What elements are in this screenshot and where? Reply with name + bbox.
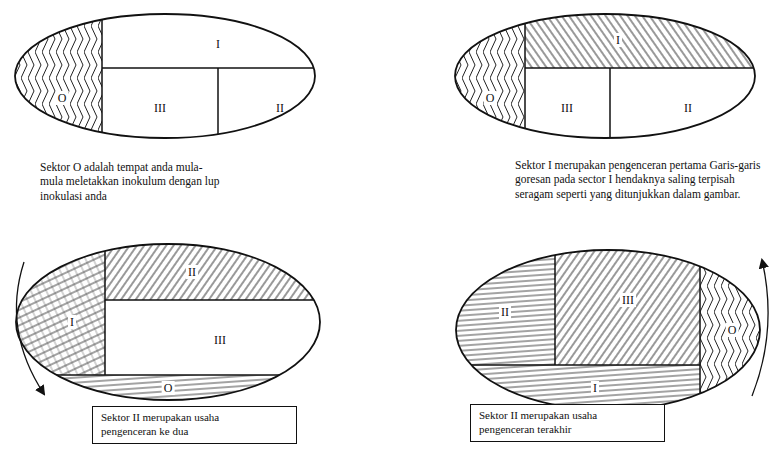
sector-line xyxy=(525,67,770,69)
sector-label: I xyxy=(614,33,622,47)
sector-label: II xyxy=(186,265,198,279)
streak-lines xyxy=(105,240,325,300)
sector-label: I xyxy=(214,37,222,51)
sector-label: I xyxy=(591,381,599,395)
sector-label: III xyxy=(559,101,575,115)
streak-lines xyxy=(525,10,765,68)
dish-sectors xyxy=(450,240,765,420)
sector-line xyxy=(450,364,700,366)
sector-label: III xyxy=(152,101,168,115)
sector-label: O xyxy=(484,91,497,105)
caption-box: Sektor II merupakan usaha pengenceran te… xyxy=(470,404,665,442)
petri-dish xyxy=(456,250,760,410)
sector-label: II xyxy=(274,101,286,115)
petri-dish xyxy=(455,14,755,138)
sector-line xyxy=(105,299,330,301)
caption-text: Sektor II merupakan usaha pengenceran te… xyxy=(479,409,639,437)
caption-note: Sektor I merupakan pengenceran pertama G… xyxy=(515,158,770,201)
streak-lines xyxy=(450,245,555,365)
sector-label: O xyxy=(726,323,739,337)
sector-line xyxy=(554,240,556,365)
sector-label: I xyxy=(68,315,76,329)
sector-label: II xyxy=(499,305,511,319)
dish-sectors xyxy=(10,240,330,405)
rotation-arrow xyxy=(752,260,768,396)
sector-line xyxy=(102,67,330,69)
petri-dish xyxy=(15,14,315,138)
sector-label: III xyxy=(620,293,636,307)
sector-label: O xyxy=(56,91,69,105)
streak-lines xyxy=(555,245,700,365)
sector-line xyxy=(104,240,106,375)
caption-text: Sektor II merupakan usaha pengenceran ke… xyxy=(101,411,251,439)
caption-box: Sektor II merupakan usaha pengenceran ke… xyxy=(92,406,297,444)
sector-label: III xyxy=(212,333,228,347)
inoculum-streak xyxy=(450,10,525,150)
sector-label: O xyxy=(162,381,175,395)
rotation-arrow xyxy=(16,262,44,394)
sector-label: II xyxy=(682,101,694,115)
petri-dish xyxy=(16,244,320,400)
caption-note: Sektor O adalah tempat anda mula-mula me… xyxy=(40,160,220,203)
